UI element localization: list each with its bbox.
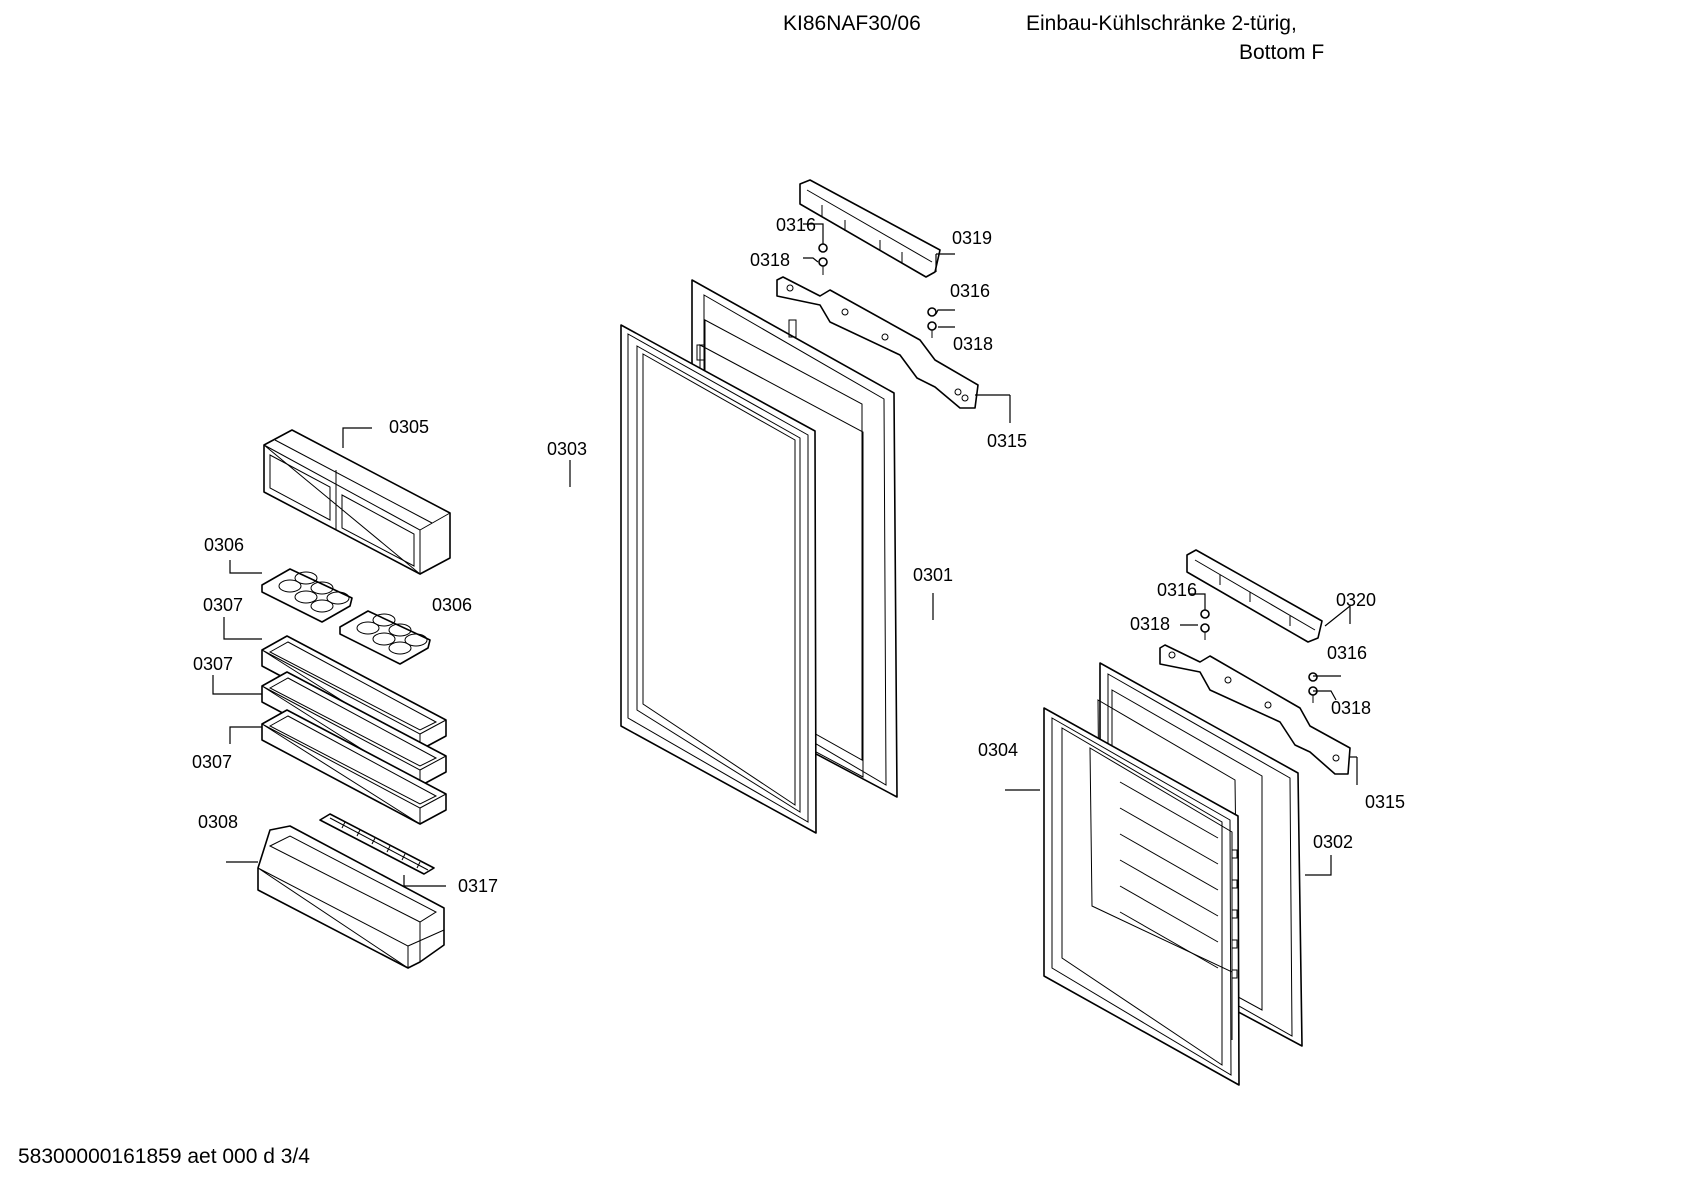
label-0315-lower: 0315 xyxy=(1365,792,1405,812)
label-0306-a: 0306 xyxy=(204,535,244,555)
label-0307-c: 0307 xyxy=(192,752,232,772)
butter-compartment-0305 xyxy=(263,429,451,576)
description-line-2: Bottom F xyxy=(1239,41,1325,60)
label-0317: 0317 xyxy=(458,876,498,896)
freezer-door-seal-0304 xyxy=(1043,707,1240,1086)
label-0316-upper-b: 0316 xyxy=(950,281,990,301)
door-shelf-0307-bottom xyxy=(261,709,447,825)
screws-upper xyxy=(818,243,937,338)
label-0301: 0301 xyxy=(913,565,953,585)
label-0316-lower-b: 0316 xyxy=(1327,643,1367,663)
screws-lower xyxy=(1200,609,1318,703)
hinge-cover-0320 xyxy=(1186,549,1323,643)
hinge-bracket-upper-0315 xyxy=(776,276,979,409)
egg-tray-0306-left xyxy=(261,568,353,623)
hinge-bracket-lower-0315 xyxy=(1159,644,1351,775)
label-0316-upper-a: 0316 xyxy=(776,215,816,235)
fridge-door-seal-0303 xyxy=(620,324,817,834)
label-0302: 0302 xyxy=(1313,832,1353,852)
label-0318-lower-a: 0318 xyxy=(1130,614,1170,634)
bottle-shelf-0308 xyxy=(257,825,445,969)
egg-tray-0306-right xyxy=(339,610,431,665)
bottle-retainer-0317 xyxy=(319,813,435,875)
label-0305: 0305 xyxy=(389,417,429,437)
label-0320: 0320 xyxy=(1336,590,1376,610)
label-0303: 0303 xyxy=(547,439,587,459)
label-0316-lower-a: 0316 xyxy=(1157,580,1197,600)
label-0315-upper: 0315 xyxy=(987,431,1027,451)
label-0318-lower-b: 0318 xyxy=(1331,698,1371,718)
label-0319: 0319 xyxy=(952,228,992,248)
hinge-cover-0319 xyxy=(799,179,941,278)
label-0318-upper-a: 0318 xyxy=(750,250,790,270)
label-0318-upper-b: 0318 xyxy=(953,334,993,354)
document-id: 58300000161859 aet 000 d 3/4 xyxy=(18,1145,310,1168)
leader-lines xyxy=(212,223,1358,887)
label-0307-a: 0307 xyxy=(203,595,243,615)
part-labels: 0316 0318 0319 0316 0318 0315 0303 0301 … xyxy=(192,215,1405,896)
label-0308: 0308 xyxy=(198,812,238,832)
freezer-door-ribs xyxy=(1119,781,1238,1040)
description-line-1: Einbau-Kühlschränke 2-türig, xyxy=(1026,12,1297,35)
label-0307-b: 0307 xyxy=(193,654,233,674)
label-0306-b: 0306 xyxy=(432,595,472,615)
door-shelf-0307-middle xyxy=(261,671,447,787)
model-number: KI86NAF30/06 xyxy=(783,12,921,35)
label-0304: 0304 xyxy=(978,740,1018,760)
